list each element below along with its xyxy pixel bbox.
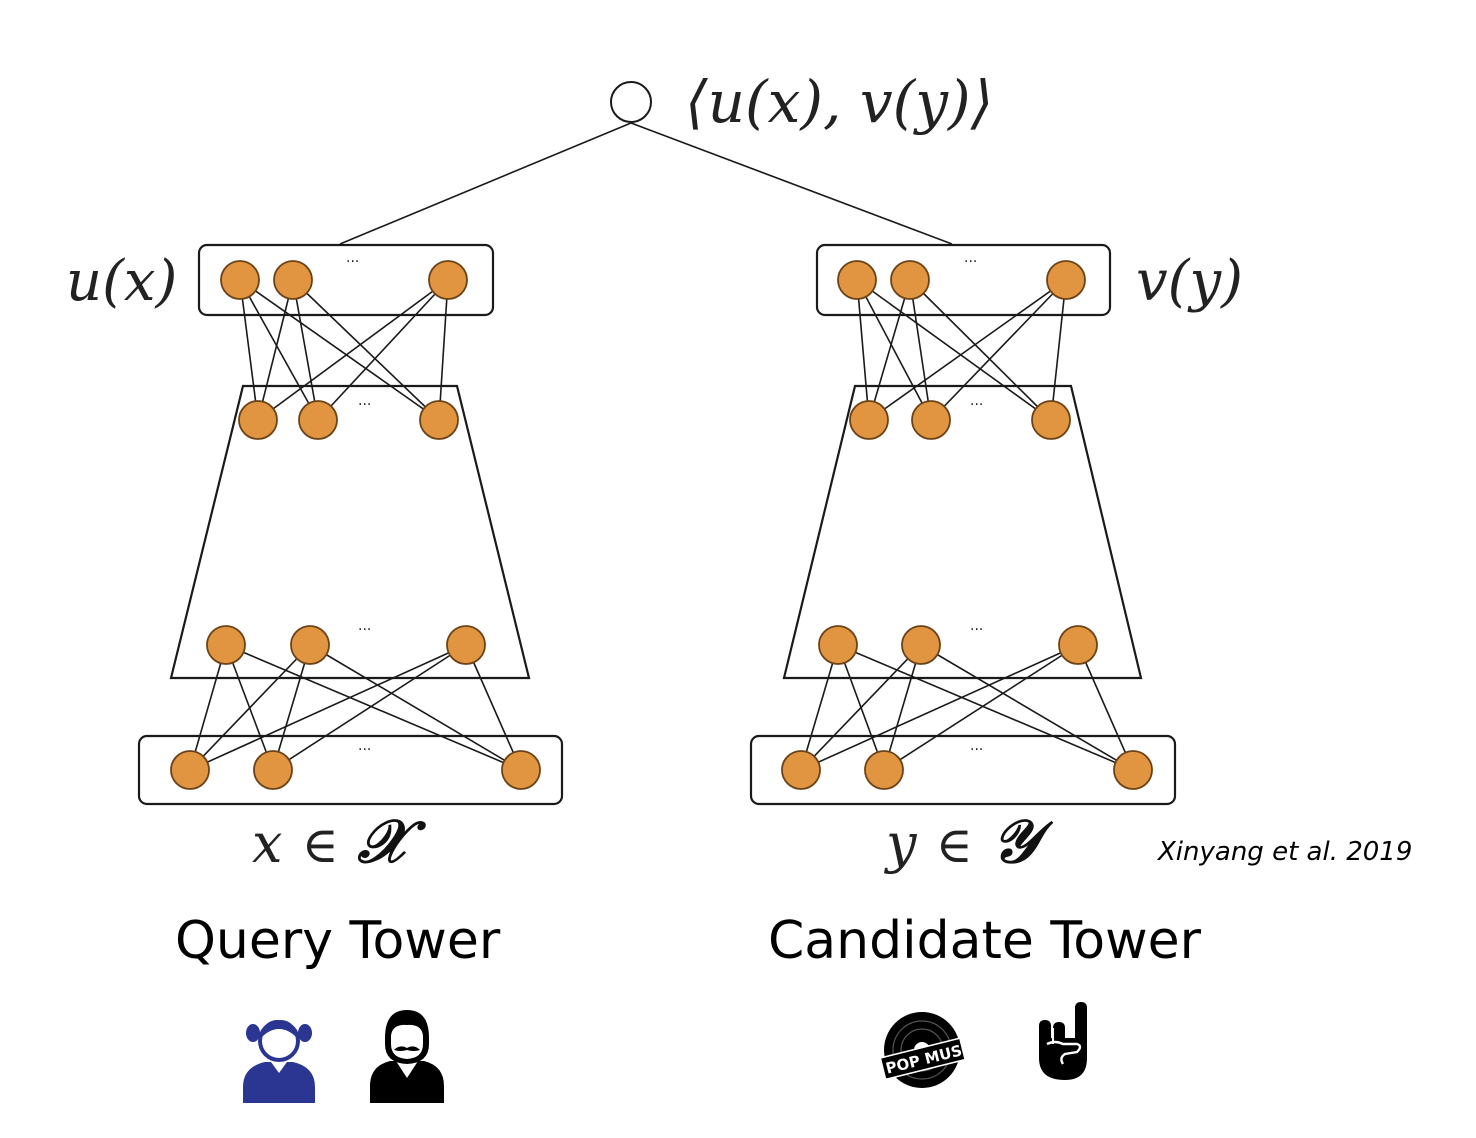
pop-music-vinyl-icon: POP MUSIC: [879, 1012, 980, 1088]
candidate-input-op: ∈: [936, 816, 973, 874]
query-input-box: [137, 734, 564, 806]
candidate-tower: ... ... ... ... v(y) y ∈ 𝒴 Candidate Tow…: [749, 243, 1243, 971]
candidate-embedding-dots: ...: [964, 250, 977, 266]
candidate-hidden-trapezoid: [782, 384, 1143, 680]
query-input-node: [501, 750, 541, 790]
rock-hand-icon: [1039, 1002, 1087, 1080]
query-embedding-dots: ...: [346, 250, 359, 266]
candidate-input-node: [781, 750, 821, 790]
query-tower-title: Query Tower: [175, 911, 501, 971]
query-input-set: 𝒳: [357, 807, 427, 877]
candidate-input-label: y ∈ 𝒴: [884, 807, 1054, 877]
score-label: ⟨u(x), v(y)⟩: [685, 68, 993, 136]
candidate-embedding-box: [815, 243, 1112, 317]
candidate-input-set: 𝒴: [992, 807, 1054, 877]
query-embedding-node: [428, 260, 468, 300]
candidate-embedding-label: v(y): [1136, 249, 1243, 314]
query-hidden-top-node: [419, 400, 459, 440]
candidate-upper-edges: [856, 279, 1067, 421]
query-hidden-bottom-dots: ...: [358, 618, 371, 634]
candidate-input-box: [749, 734, 1177, 806]
query-hidden-top-dots: ...: [358, 393, 371, 409]
candidate-hidden-top-node: [849, 400, 889, 440]
candidate-hidden-top-node: [1031, 400, 1071, 440]
score-edge-right: [630, 122, 953, 245]
candidate-input-node: [1113, 750, 1153, 790]
citation: Xinyang et al. 2019: [1156, 837, 1412, 867]
candidate-embedding-node: [837, 260, 877, 300]
candidate-tower-title: Candidate Tower: [768, 911, 1202, 971]
candidate-hidden-bottom-node: [901, 625, 941, 665]
score-group: ⟨u(x), v(y)⟩: [339, 68, 993, 245]
candidate-input-dots: ...: [970, 738, 983, 754]
score-node: [610, 81, 652, 123]
query-input-node: [253, 750, 293, 790]
candidate-input-var: y: [884, 812, 918, 875]
query-lower-edges: [189, 644, 522, 771]
query-embedding-box: [197, 243, 495, 317]
candidate-input-node: [864, 750, 904, 790]
query-hidden-top-node: [298, 400, 338, 440]
query-input-dots: ...: [358, 738, 371, 754]
man-mustache-user-icon: [370, 1010, 444, 1103]
query-input-var: x: [252, 812, 282, 875]
query-hidden-bottom-node: [206, 625, 246, 665]
query-tower: ... ... ... ... u(x) x ∈ 𝒳 Query Tower: [66, 243, 564, 971]
candidate-hidden-bottom-node: [1058, 625, 1098, 665]
candidate-hidden-top-dots: ...: [970, 393, 983, 409]
candidate-embedding-node: [890, 260, 930, 300]
query-upper-edges: [239, 279, 449, 421]
query-input-node: [170, 750, 210, 790]
candidate-lower-edges: [800, 644, 1134, 771]
girl-user-icon: [243, 1019, 315, 1103]
query-hidden-bottom-node: [290, 625, 330, 665]
query-hidden-top-node: [238, 400, 278, 440]
candidate-hidden-top-node: [911, 400, 951, 440]
candidate-hidden-bottom-node: [818, 625, 858, 665]
candidate-embedding-node: [1046, 260, 1086, 300]
query-embedding-node: [220, 260, 260, 300]
query-embedding-label: u(x): [66, 249, 177, 314]
query-hidden-bottom-node: [446, 625, 486, 665]
candidate-hidden-bottom-dots: ...: [970, 618, 983, 634]
score-edge-left: [339, 122, 632, 245]
query-input-label: x ∈ 𝒳: [252, 807, 427, 877]
query-hidden-trapezoid: [169, 384, 531, 680]
query-input-op: ∈: [302, 816, 339, 874]
query-embedding-node: [273, 260, 313, 300]
